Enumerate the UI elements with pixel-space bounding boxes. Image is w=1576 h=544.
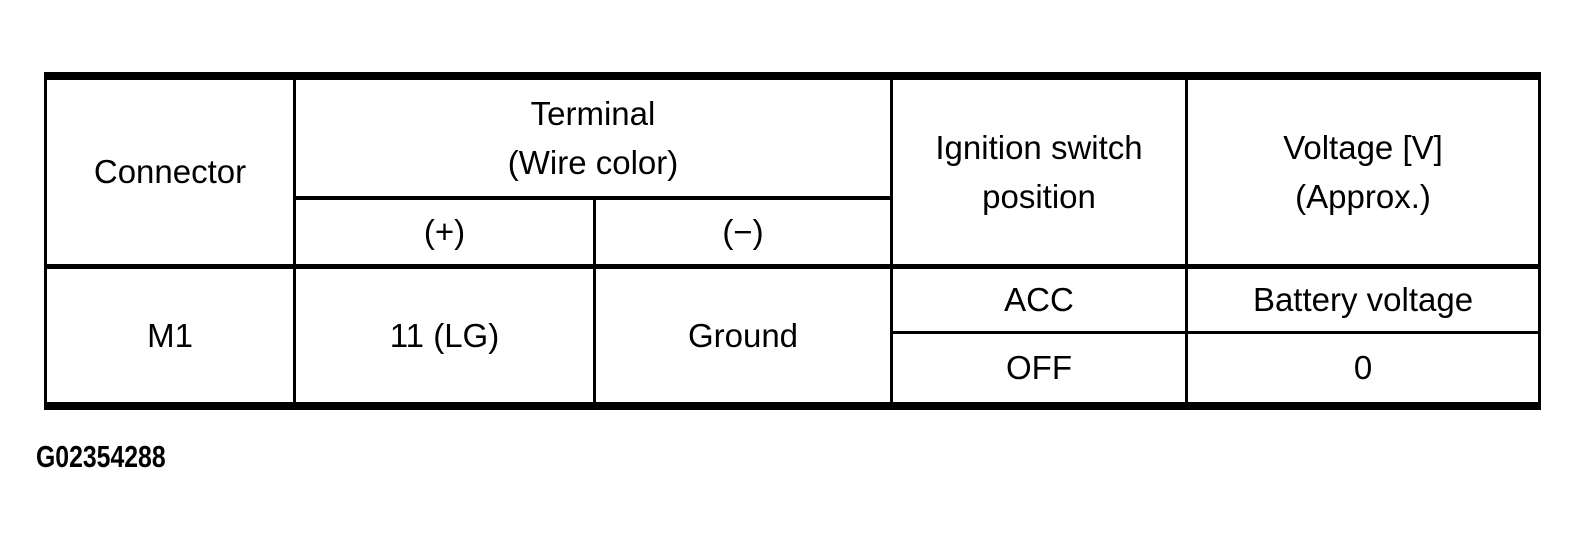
header-terminal-line1: Terminal bbox=[530, 95, 656, 132]
cell-voltage-acc: Battery voltage bbox=[1185, 263, 1541, 332]
cell-ignition-acc: ACC bbox=[890, 263, 1188, 332]
header-terminal-line2: (Wire color) bbox=[507, 144, 679, 181]
header-connector: Connector bbox=[44, 76, 296, 269]
cell-connector-value: M1 bbox=[44, 263, 296, 406]
cell-ignition-off: OFF bbox=[890, 330, 1188, 406]
cell-voltage-off: 0 bbox=[1185, 330, 1541, 406]
header-voltage-line1: Voltage [V] bbox=[1283, 128, 1443, 166]
figure-id-caption: G02354288 bbox=[36, 439, 166, 474]
header-ignition-line1: Ignition switch bbox=[935, 128, 1143, 166]
header-voltage-line2: (Approx.) bbox=[1295, 177, 1431, 215]
cell-terminal-plus-value: 11 (LG) bbox=[293, 263, 596, 406]
header-terminal-plus: (+) bbox=[293, 196, 596, 269]
header-ignition-switch-position: Ignition switch position bbox=[890, 76, 1188, 269]
header-terminal-minus: (−) bbox=[593, 196, 893, 269]
cell-terminal-minus-value: Ground bbox=[593, 263, 893, 406]
header-voltage: Voltage [V] (Approx.) bbox=[1185, 76, 1541, 269]
header-ignition-line2: position bbox=[982, 177, 1096, 215]
voltage-spec-table: Connector Terminal (Wire color) Ignition… bbox=[44, 72, 1541, 410]
header-terminal-group: Terminal (Wire color) bbox=[293, 76, 893, 200]
